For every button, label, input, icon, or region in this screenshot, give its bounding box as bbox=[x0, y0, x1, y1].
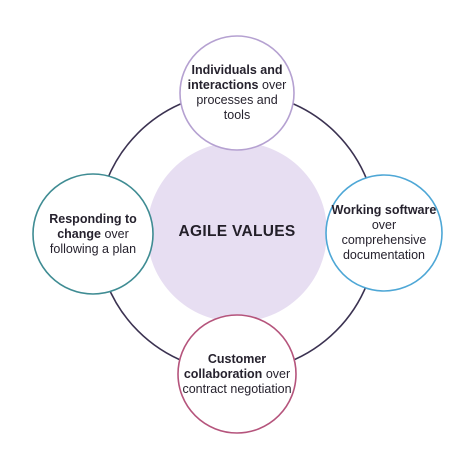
value-bold-text: Individuals and interactions bbox=[187, 63, 283, 92]
value-bold-text: Customer collaboration bbox=[183, 351, 267, 381]
center-circle bbox=[147, 142, 327, 322]
value-bold-text: Working software bbox=[331, 203, 437, 217]
value-rest-text: over contract negotiation bbox=[182, 366, 292, 396]
value-text: Customer collaboration over contract neg… bbox=[175, 352, 299, 397]
center-title: AGILE VALUES bbox=[178, 223, 296, 240]
value-text: Working software over comprehensive docu… bbox=[324, 203, 444, 263]
node-circle-top bbox=[179, 35, 295, 151]
value-rest-text: over comprehensive documentation bbox=[341, 218, 427, 262]
value-rest-text: over processes and tools bbox=[196, 78, 287, 122]
value-customer-collaboration: Customer collaboration over contract neg… bbox=[175, 312, 299, 436]
value-individuals-interactions: Individuals and interactions over proces… bbox=[177, 33, 297, 153]
value-rest-text: over following a plan bbox=[49, 226, 137, 256]
node-circle-bottom bbox=[177, 314, 297, 434]
value-text: Responding to change over following a pl… bbox=[31, 212, 155, 257]
node-circle-right bbox=[325, 174, 443, 292]
node-circle-left bbox=[32, 173, 154, 295]
value-text: Individuals and interactions over proces… bbox=[177, 63, 297, 123]
value-responding-to-change: Responding to change over following a pl… bbox=[31, 172, 155, 296]
value-bold-text: Responding to change bbox=[49, 211, 137, 241]
value-working-software: Working software over comprehensive docu… bbox=[324, 173, 444, 293]
